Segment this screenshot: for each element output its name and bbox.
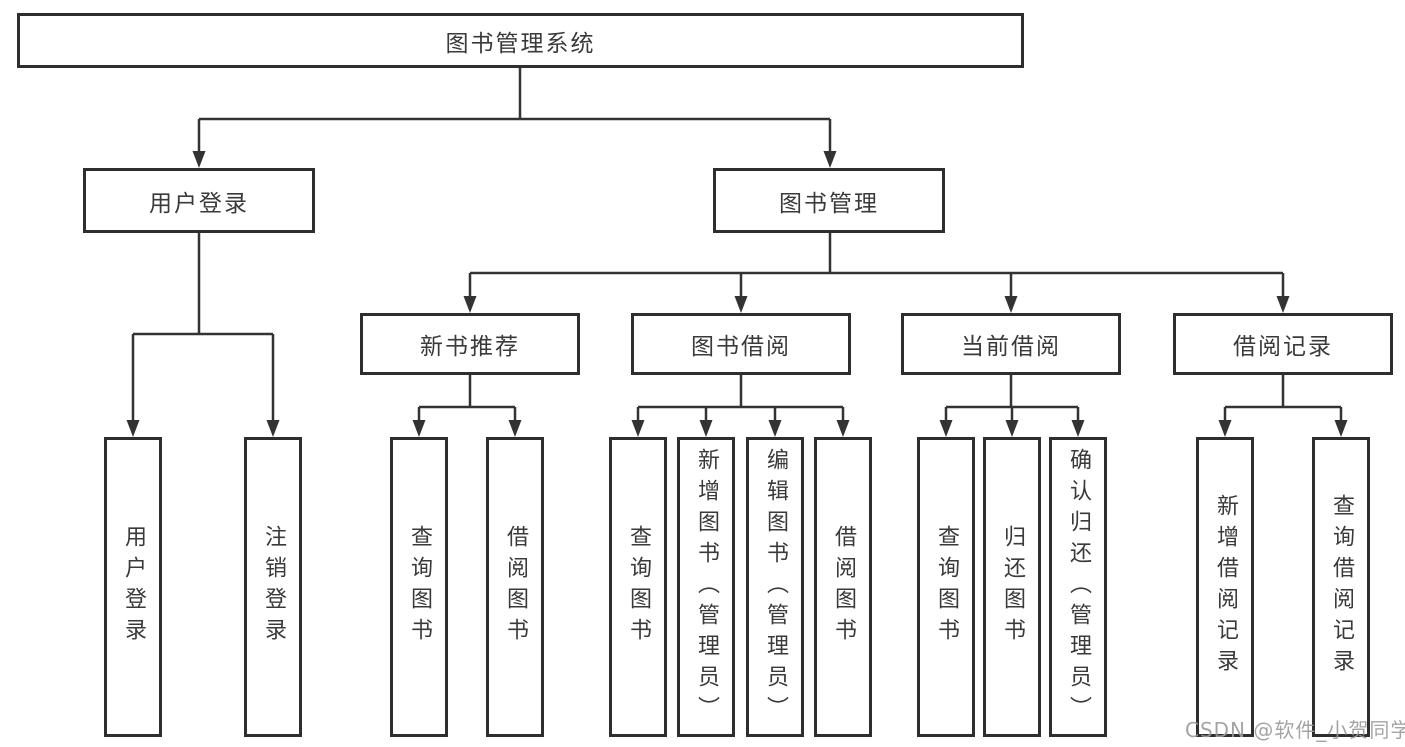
arrow-icon <box>823 151 837 168</box>
leaf-recommend-query-books: 查询图书 <box>390 437 448 737</box>
edge-currentborrow-to-leaves <box>944 373 1080 421</box>
leaf-edit-books-admin: 编辑图书（管理员） <box>746 437 804 737</box>
leaf-confirm-return-admin: 确认归还（管理员） <box>1049 437 1107 737</box>
leaf-logout: 注销登录 <box>244 437 302 737</box>
leaf-current-query-books: 查询图书 <box>917 437 975 737</box>
arrow-icon <box>1005 420 1019 437</box>
arrow-icon <box>192 151 206 168</box>
arrowheads <box>126 151 1348 437</box>
arrow-icon <box>412 420 426 437</box>
node-user-login: 用户登录 <box>83 168 315 233</box>
leaf-borrow-books: 借阅图书 <box>814 437 872 737</box>
arrow-icon <box>836 420 850 437</box>
node-book-borrow: 图书借阅 <box>631 313 851 375</box>
arrow-icon <box>266 420 280 437</box>
leaf-add-borrow-record: 新增借阅记录 <box>1196 437 1254 737</box>
arrow-icon <box>1276 296 1290 313</box>
arrow-icon <box>939 420 953 437</box>
node-new-book-recommend: 新书推荐 <box>360 313 580 375</box>
leaf-borrow-query-books: 查询图书 <box>609 437 667 737</box>
leaf-add-books-admin: 新增图书（管理员） <box>677 437 735 737</box>
arrow-icon <box>126 420 140 437</box>
edge-borrowrecord-to-leaves <box>1223 373 1343 421</box>
arrow-icon <box>463 296 477 313</box>
arrow-icon <box>1071 420 1085 437</box>
leaf-user-login: 用户登录 <box>104 437 162 737</box>
arrow-icon <box>768 420 782 437</box>
node-current-borrow: 当前借阅 <box>901 313 1121 375</box>
arrow-icon <box>508 420 522 437</box>
edge-newbook-to-leaves <box>417 373 517 421</box>
node-borrow-record: 借阅记录 <box>1173 313 1393 375</box>
arrow-icon <box>1334 420 1348 437</box>
edge-bookmgmt-to-level3 <box>468 231 1285 297</box>
arrow-icon <box>1004 296 1018 313</box>
arrow-icon <box>734 296 748 313</box>
watermark: CSDN @软件_小贺同学 <box>1185 718 1405 742</box>
arrow-icon <box>1218 420 1232 437</box>
edge-userlogin-to-leaves <box>131 231 275 421</box>
node-book-management: 图书管理 <box>713 168 945 233</box>
leaf-recommend-borrow-books: 借阅图书 <box>486 437 544 737</box>
edge-root-to-level2 <box>197 66 832 152</box>
leaf-return-books: 归还图书 <box>983 437 1041 737</box>
node-root-system: 图书管理系统 <box>17 13 1024 68</box>
edge-bookborrow-to-leaves <box>636 373 845 421</box>
arrow-icon <box>631 420 645 437</box>
arrow-icon <box>699 420 713 437</box>
leaf-query-borrow-record: 查询借阅记录 <box>1312 437 1370 737</box>
